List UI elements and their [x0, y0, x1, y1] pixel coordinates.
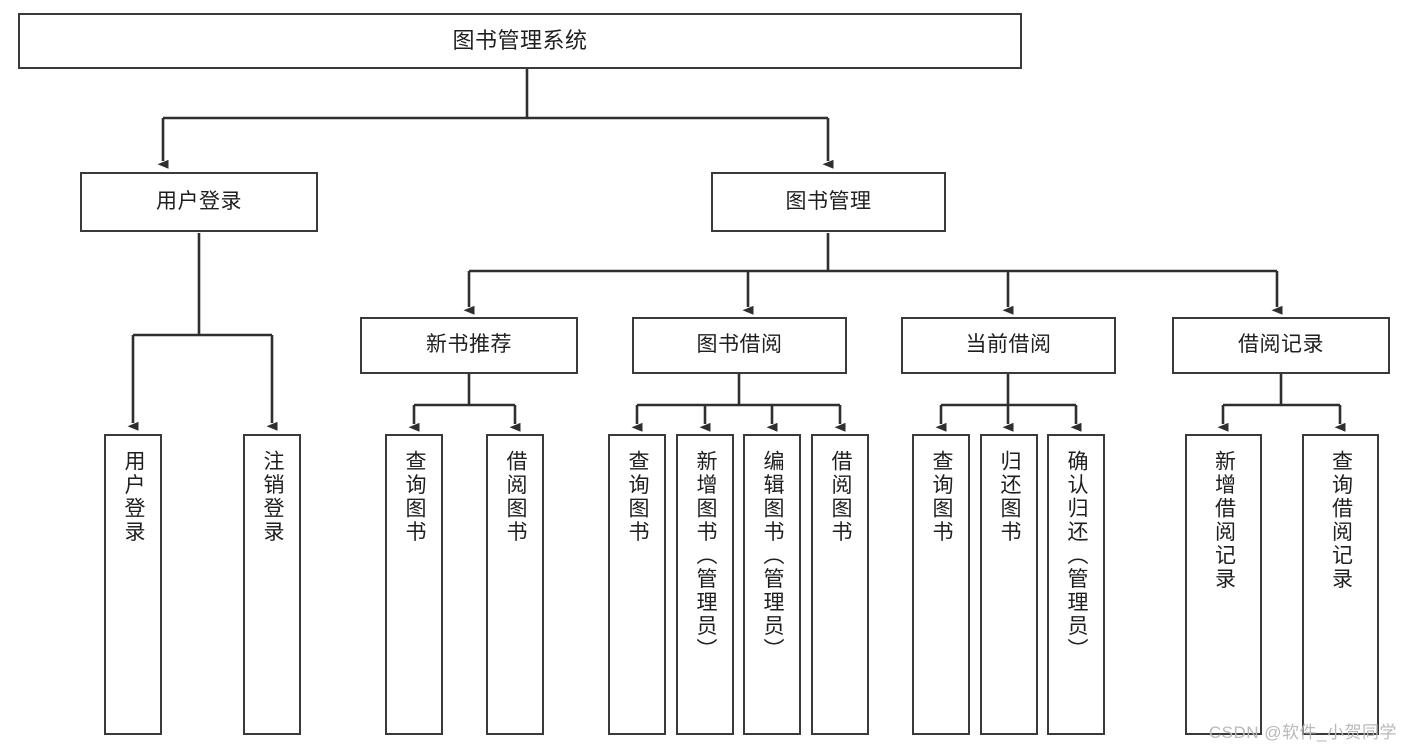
node-new-book-recommend[interactable]: 新书推荐 — [360, 317, 578, 374]
csdn-watermark: CSDN @软件_小贺同学 — [1208, 723, 1397, 742]
leaf-user-logout-label: 注销登录 — [261, 450, 285, 544]
leaf-query-book-1-label: 查询图书 — [403, 450, 427, 544]
node-root[interactable]: 图书管理系统 — [18, 13, 1022, 69]
leaf-return-book-label: 归还图书 — [998, 450, 1022, 544]
node-borrow-record-label: 借阅记录 — [1238, 333, 1324, 357]
leaf-user-login[interactable]: 用户登录 — [104, 434, 162, 735]
leaf-add-book-label: 新增图书（管理员） — [694, 450, 718, 662]
leaf-user-logout[interactable]: 注销登录 — [243, 434, 301, 735]
leaf-user-login-label: 用户登录 — [122, 450, 146, 544]
leaf-borrow-book-2-label: 借阅图书 — [829, 450, 853, 544]
leaf-borrow-book-2[interactable]: 借阅图书 — [811, 434, 869, 735]
node-current-borrow[interactable]: 当前借阅 — [901, 317, 1116, 374]
leaf-query-record-label: 查询借阅记录 — [1329, 450, 1353, 591]
node-borrow-record[interactable]: 借阅记录 — [1172, 317, 1390, 374]
node-root-label: 图书管理系统 — [452, 28, 588, 54]
leaf-query-book-1[interactable]: 查询图书 — [385, 434, 443, 735]
node-book-manage-label: 图书管理 — [785, 189, 872, 213]
leaf-confirm-return[interactable]: 确认归还（管理员） — [1047, 434, 1105, 735]
leaf-query-book-2[interactable]: 查询图书 — [608, 434, 666, 735]
leaf-confirm-return-label: 确认归还（管理员） — [1065, 450, 1089, 662]
leaf-add-book[interactable]: 新增图书（管理员） — [676, 434, 734, 735]
leaf-return-book[interactable]: 归还图书 — [980, 434, 1038, 735]
node-user-login[interactable]: 用户登录 — [80, 172, 318, 232]
node-user-login-label: 用户登录 — [156, 189, 242, 213]
leaf-edit-book-label: 编辑图书（管理员） — [761, 450, 785, 662]
leaf-query-book-2-label: 查询图书 — [626, 450, 650, 544]
leaf-add-record[interactable]: 新增借阅记录 — [1185, 434, 1262, 735]
node-book-manage[interactable]: 图书管理 — [711, 172, 946, 232]
leaf-edit-book[interactable]: 编辑图书（管理员） — [743, 434, 801, 735]
leaf-add-record-label: 新增借阅记录 — [1212, 450, 1236, 591]
leaf-borrow-book-1[interactable]: 借阅图书 — [486, 434, 544, 735]
node-book-borrow[interactable]: 图书借阅 — [632, 317, 847, 374]
leaf-query-record[interactable]: 查询借阅记录 — [1302, 434, 1379, 735]
node-current-borrow-label: 当前借阅 — [965, 333, 1052, 357]
leaf-borrow-book-1-label: 借阅图书 — [504, 450, 528, 544]
leaf-query-book-3-label: 查询图书 — [930, 450, 954, 544]
leaf-query-book-3[interactable]: 查询图书 — [912, 434, 970, 735]
node-book-borrow-label: 图书借阅 — [696, 333, 783, 357]
node-new-book-recommend-label: 新书推荐 — [426, 333, 512, 357]
